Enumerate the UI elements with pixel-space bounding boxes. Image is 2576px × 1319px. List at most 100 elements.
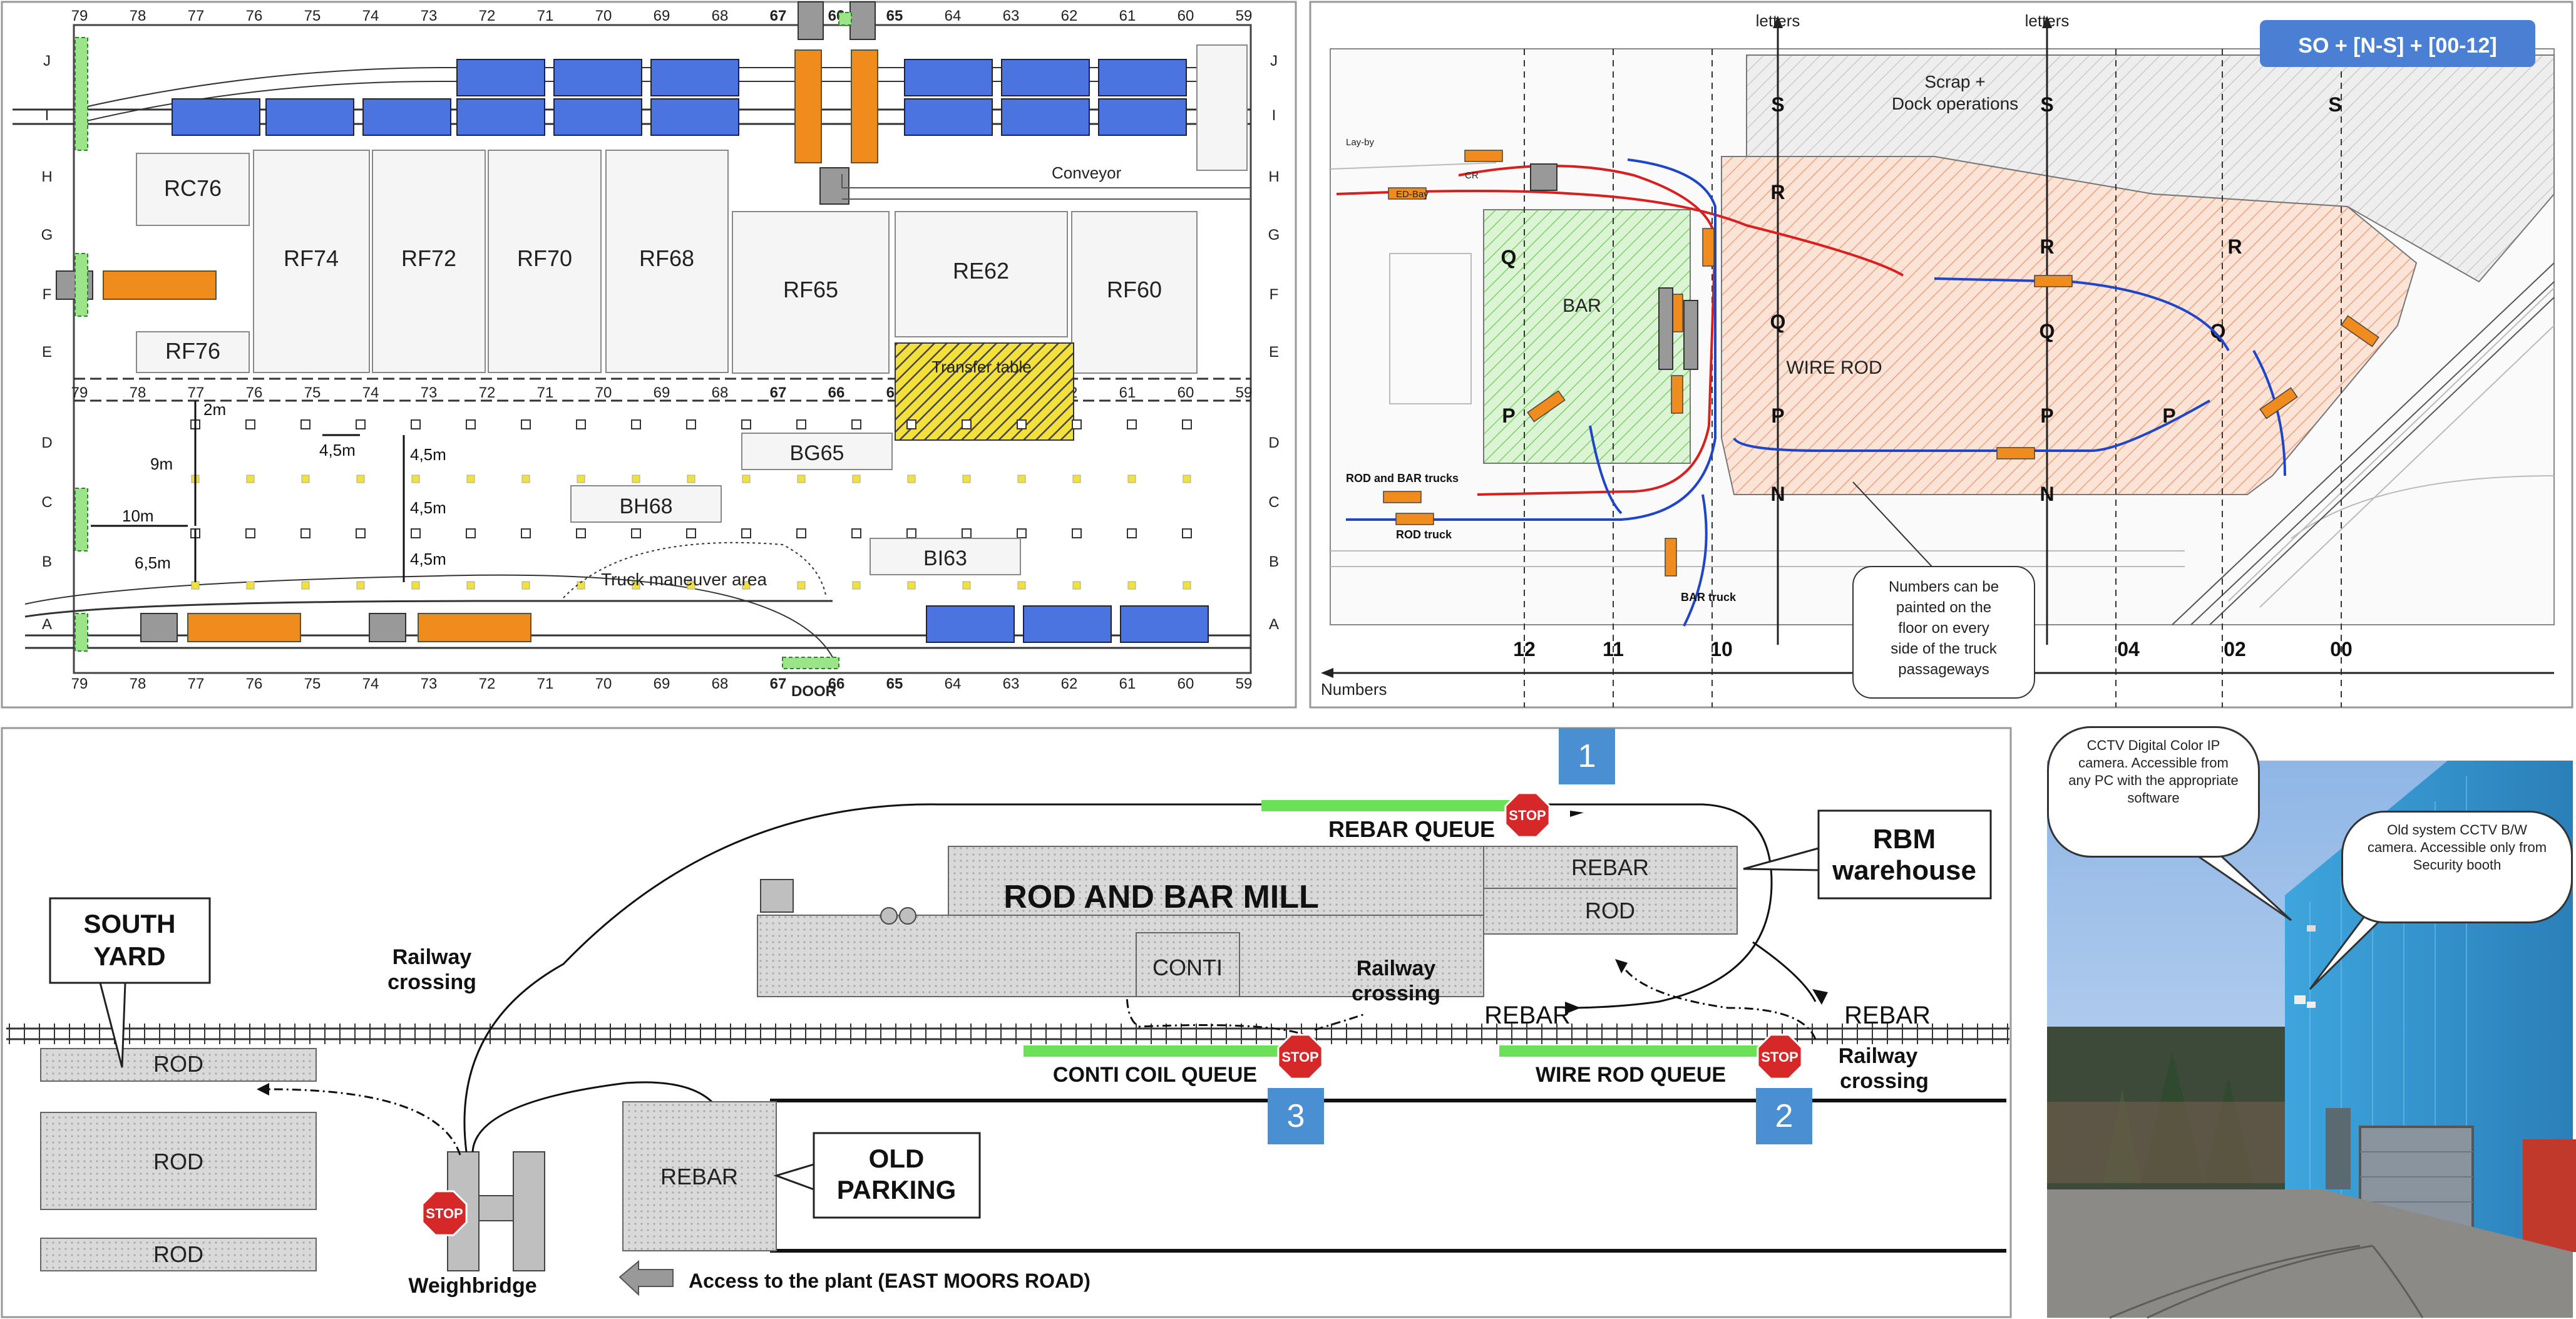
grid-marker (1072, 419, 1082, 429)
grid-marker (1072, 475, 1081, 483)
grid-marker (466, 581, 475, 590)
row-letter: D (1268, 434, 1279, 451)
num-11: 11 (1603, 638, 1624, 660)
col-number: 75 (304, 675, 321, 692)
row-letter: C (1268, 494, 1279, 511)
dim-10m: 10m (122, 506, 154, 525)
bay-rf60: RF60 (1107, 277, 1162, 302)
dim-45m-a: 4,5m (319, 441, 356, 459)
wire-rod-area-label: WIRE ROD (1786, 357, 1882, 378)
row-r-3: R (2227, 235, 2242, 258)
col-number: 73 (421, 8, 438, 24)
grid-marker (521, 528, 531, 538)
grid-marker (300, 419, 310, 429)
grid-marker (962, 475, 971, 483)
bar-area-label: BAR (1563, 295, 1601, 316)
south-yard-rod-3: ROD (153, 1241, 203, 1267)
bay-rf74: RF74 (284, 245, 339, 271)
stop-sign: STOP (1277, 1034, 1323, 1080)
old-parking-label-1: OLD (869, 1144, 925, 1173)
col-number: 77 (188, 675, 205, 692)
rebar-queue-label: REBAR QUEUE (1328, 816, 1495, 842)
col-number: 70 (595, 384, 612, 401)
col-number: 70 (595, 8, 612, 24)
grid-marker (742, 581, 751, 590)
grid-marker (301, 581, 310, 590)
callout-line-2: painted on the (1896, 599, 1991, 616)
col-number: 79 (71, 675, 88, 692)
bay-re62: RE62 (953, 258, 1009, 284)
wire-queue-bar (1499, 1045, 1762, 1057)
col-number: 71 (537, 8, 554, 24)
grid-marker (411, 528, 421, 538)
num-04: 04 (2117, 638, 2140, 660)
cctv-bw-callout: Old system CCTV B/W camera. Accessible o… (2341, 811, 2573, 923)
row-letter: B (1269, 553, 1279, 570)
grid-marker (1182, 419, 1192, 429)
num-12: 12 (1513, 638, 1536, 660)
row-p-3: P (2040, 404, 2053, 427)
grid-marker (1183, 475, 1191, 483)
col-number: 61 (1119, 8, 1136, 24)
grid-marker (1072, 581, 1081, 590)
col-number: 78 (130, 8, 146, 24)
railway-crossing-left-2: crossing (387, 970, 476, 994)
row-letter: H (1268, 168, 1279, 185)
conti-label: CONTI (1152, 955, 1223, 980)
callout-line-4: side of the truck (1891, 640, 1997, 657)
svg-text:STOP: STOP (1509, 808, 1546, 823)
col-number: 65 (886, 8, 903, 24)
col-number: 68 (712, 8, 729, 24)
grid-marker (906, 528, 916, 538)
site-map: letters letters SO + [N-S] + [00-12] Scr… (1308, 0, 2574, 711)
row-letter: D (41, 434, 52, 451)
col-number: 67 (770, 384, 787, 401)
row-letter: A (1269, 616, 1279, 633)
rbm-warehouse-label-1: RBM (1873, 824, 1936, 855)
grid-marker (962, 581, 971, 590)
row-letter: J (43, 53, 51, 69)
svg-text:STOP: STOP (1281, 1049, 1319, 1065)
row-r-1: R (1770, 181, 1785, 203)
grid-marker (686, 419, 696, 429)
layby-label: Lay-by (1346, 137, 1375, 148)
dim-45m-b: 4,5m (410, 445, 446, 464)
rbm-warehouse-label-2: warehouse (1832, 855, 1976, 886)
queue-marker: 1 (1559, 728, 1615, 784)
row-p-2: P (1771, 404, 1784, 427)
row-letter: J (1270, 53, 1278, 69)
grid-marker (632, 475, 640, 483)
col-number: 62 (1061, 675, 1078, 692)
col-number: 79 (71, 384, 88, 401)
col-number: 71 (537, 384, 554, 401)
row-n-2: N (2040, 483, 2054, 505)
grid-marker (687, 475, 695, 483)
grid-marker (466, 419, 476, 429)
grid-marker (411, 581, 420, 590)
svg-text:STOP: STOP (1761, 1049, 1799, 1065)
row-letter: C (41, 494, 52, 511)
row-s-1: S (1771, 93, 1784, 116)
col-number: 66 (828, 384, 845, 401)
weighbridge-label: Weighbridge (408, 1274, 536, 1298)
num-10: 10 (1710, 638, 1733, 660)
stock-bi63: BI63 (923, 547, 967, 570)
col-number: 75 (304, 8, 321, 24)
old-parking-label-2: PARKING (837, 1175, 957, 1204)
col-number: 69 (654, 384, 670, 401)
grid-marker (797, 475, 806, 483)
dim-2m: 2m (203, 400, 226, 419)
col-number: 59 (1236, 384, 1253, 401)
row-s-2: S (2040, 93, 2053, 116)
stop-sign: STOP (1504, 792, 1551, 838)
grid-marker (577, 475, 585, 483)
grid-marker (686, 528, 696, 538)
rebar-queue-bar (1261, 800, 1512, 811)
col-number: 76 (246, 675, 263, 692)
row-letter: G (41, 227, 53, 244)
col-number: 79 (71, 8, 88, 24)
col-number: 69 (654, 675, 670, 692)
col-number: 63 (1003, 8, 1020, 24)
grid-marker (521, 419, 531, 429)
railway-crossing-right-2: crossing (1840, 1069, 1929, 1093)
